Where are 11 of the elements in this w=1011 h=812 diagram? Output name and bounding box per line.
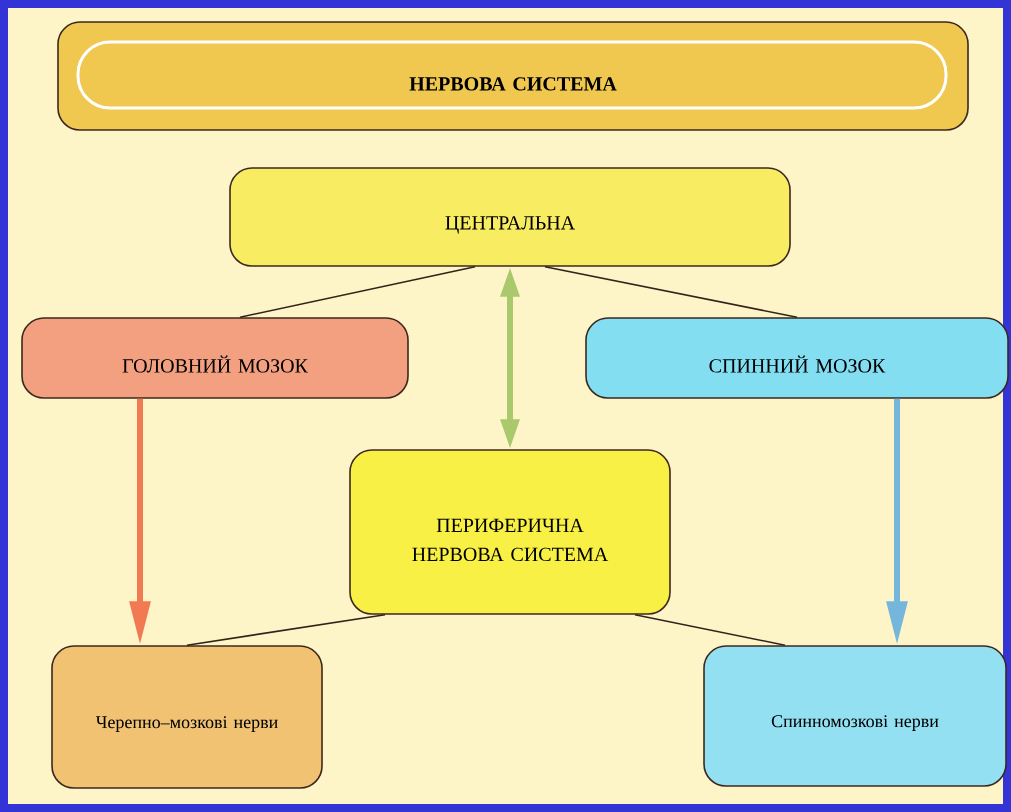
connector-line <box>544 266 798 318</box>
connector-line <box>186 614 386 646</box>
process-box: ПЕРИФЕРИЧНА НЕРВОВА СИСТЕМА <box>349 449 671 615</box>
connector-line <box>239 266 476 318</box>
process-box: Спинномозкові нерви <box>703 645 1007 787</box>
process-box: ГОЛОВНИЙ МОЗОК <box>21 317 409 399</box>
connector-line <box>634 614 786 646</box>
process-box: ЦЕНТРАЛЬНА <box>229 167 791 267</box>
process-box: СПИННИЙ МОЗОК <box>585 317 1009 399</box>
process-box: Черепно–мозкові нерви <box>51 645 323 789</box>
title-box: НЕРВОВА СИСТЕМА <box>57 21 969 131</box>
